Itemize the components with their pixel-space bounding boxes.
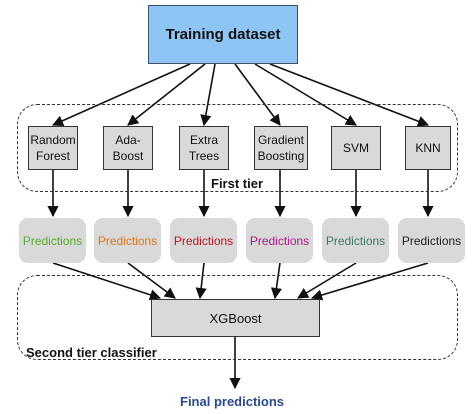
predictions-label: Predictions [97, 233, 158, 248]
arrow-dataset-to-extra-trees [200, 63, 216, 127]
predictions-label: Predictions [325, 233, 386, 248]
arrow-pred4-to-xgb [270, 262, 282, 300]
model-adaboost: Ada- Boost [103, 126, 153, 170]
xgboost-box: XGBoost [151, 299, 320, 337]
first-tier-frame [17, 104, 458, 192]
model-extra-trees: Extra Trees [179, 126, 229, 170]
training-dataset-box: Training dataset [148, 5, 298, 64]
predictions-extra-trees: Predictions [170, 218, 237, 263]
final-predictions-label: Final predictions [180, 394, 285, 409]
arrow-pred2-to-xgb [127, 262, 176, 299]
first-tier-label: First tier [211, 176, 264, 191]
predictions-gradient-boosting: Predictions [246, 218, 313, 263]
predictions-random-forest: Predictions [19, 218, 86, 263]
second-tier-frame [17, 275, 458, 360]
model-random-forest: Random Forest [28, 126, 78, 170]
model-knn: KNN [405, 126, 451, 170]
arrow-dataset-to-adaboost [127, 63, 206, 126]
arrow-pred6-to-xgb [310, 262, 429, 301]
arrow-pred5-to-xgb [297, 262, 357, 299]
predictions-label: Predictions [173, 233, 234, 248]
arrow-dataset-to-svm [254, 63, 357, 126]
model-svm: SVM [331, 126, 381, 170]
predictions-knn: Predictions [398, 218, 465, 263]
predictions-label: Predictions [401, 233, 462, 248]
arrow-dataset-to-random-forest [51, 63, 191, 127]
second-tier-label: Second tier classifier [26, 345, 157, 360]
xgboost-label: XGBoost [209, 310, 262, 326]
predictions-label: Predictions [249, 233, 310, 248]
model-gradient-boosting: Gradient Boosting [254, 126, 308, 170]
arrow-dataset-to-knn [269, 63, 430, 127]
arrow-dataset-to-gradient-boosting [234, 63, 281, 126]
predictions-label: Predictions [22, 233, 83, 248]
predictions-adaboost: Predictions [94, 218, 161, 263]
arrow-pred3-to-xgb [195, 262, 207, 300]
arrow-pred1-to-xgb [52, 262, 162, 301]
training-dataset-label: Training dataset [165, 26, 281, 43]
predictions-svm: Predictions [322, 218, 389, 263]
